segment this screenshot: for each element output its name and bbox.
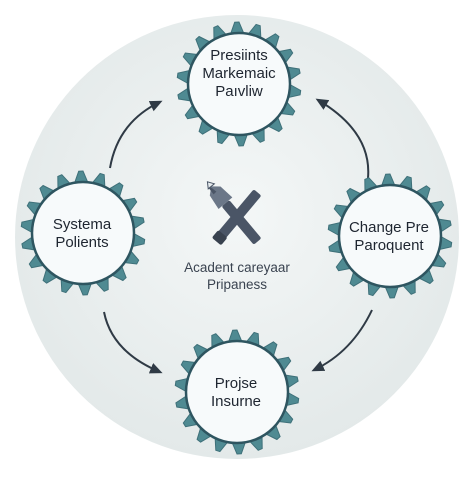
- node-2-face: [337, 183, 443, 289]
- gear-layer: [20, 21, 453, 455]
- node-2-line-2: Paroquent: [354, 237, 424, 254]
- node-4-label: Systema Polients: [27, 216, 137, 252]
- arrow-node4-to-node1: [109, 100, 163, 169]
- arrow-node1-to-node2: [315, 98, 370, 179]
- node-3-line-1: Projse: [214, 375, 258, 392]
- node-1-line-2: Markemaic: [202, 65, 276, 82]
- background-disc: [15, 15, 459, 459]
- node-1-face: [186, 31, 292, 137]
- curved-arrow-icon: [311, 309, 373, 372]
- node-4-line-2: Polients: [55, 234, 109, 251]
- node-1-line-3: Paıvliw: [215, 83, 263, 100]
- arrow-node2-to-node3: [311, 309, 373, 372]
- node-1-gear: [176, 21, 302, 147]
- curved-arrow-icon: [109, 100, 163, 169]
- node-3-line-2: Insurne: [210, 393, 262, 410]
- node-3-label: Projse Insurne: [181, 375, 291, 411]
- node-3-gear: [174, 329, 300, 455]
- node-1-line-1: Presiints: [210, 47, 268, 64]
- crossed-tools-icon: [206, 181, 261, 245]
- arrow-node3-to-node4: [103, 311, 163, 374]
- node-4-face: [30, 180, 136, 286]
- center-caption: Acadent careyaar Pripaness: [137, 259, 337, 293]
- center-caption-line-2: Pripaness: [206, 277, 268, 292]
- node-2-gear: [327, 173, 453, 299]
- center-caption-line-1: Acadent careyaar: [184, 260, 290, 275]
- curved-arrow-icon: [103, 311, 163, 374]
- node-3-face: [184, 339, 290, 445]
- node-4-gear: [20, 170, 146, 296]
- curved-arrow-icon: [315, 98, 370, 179]
- node-2-label: Change Pre Paroquent: [334, 219, 444, 255]
- node-1-label: Presiints Markemaic Paıvliw: [184, 47, 294, 101]
- node-2-line-1: Change Pre: [348, 219, 430, 236]
- node-4-line-1: Systema: [52, 216, 112, 233]
